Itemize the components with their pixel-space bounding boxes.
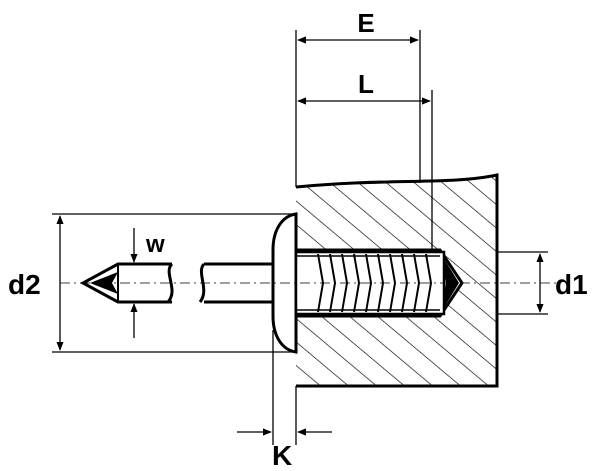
dimension-d1 [497, 251, 548, 315]
label-d2: d2 [8, 269, 41, 300]
dimension-K [237, 330, 332, 445]
screw-shaft [198, 262, 275, 304]
label-E: E [357, 8, 374, 38]
dimension-d2 [52, 213, 296, 353]
label-K: K [272, 440, 292, 471]
label-L: L [358, 69, 374, 99]
dimension-L [297, 90, 433, 252]
dimension-E [295, 30, 421, 187]
label-w: w [145, 231, 165, 258]
label-d1: d1 [555, 269, 588, 300]
